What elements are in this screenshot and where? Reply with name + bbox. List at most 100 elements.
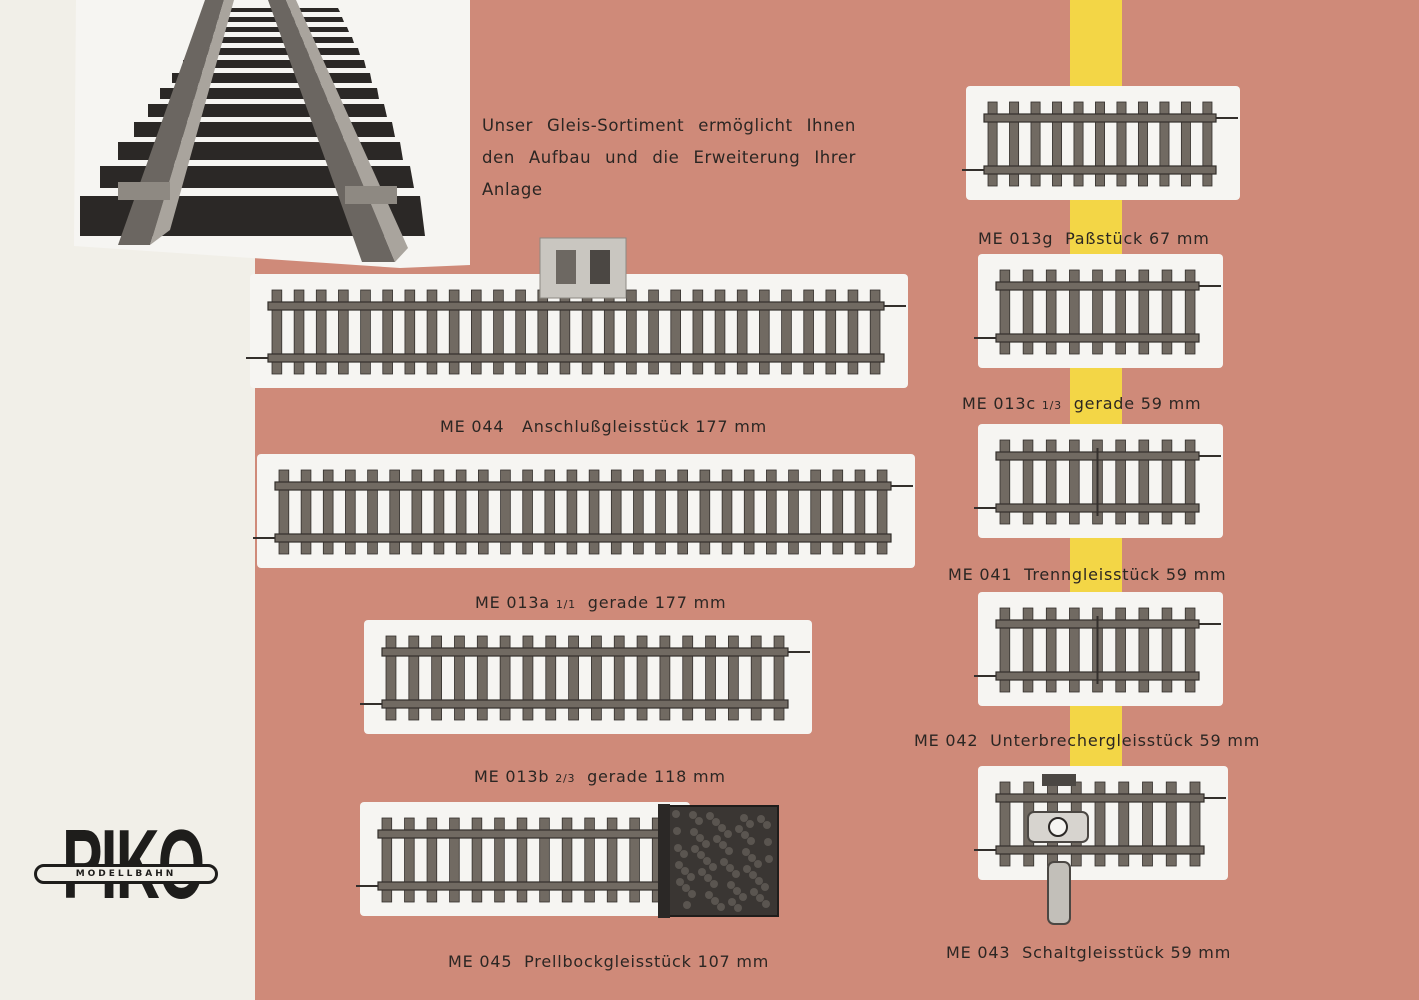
sleeper: [629, 817, 640, 903]
ballast-stone: [764, 838, 772, 846]
sleeper: [408, 635, 420, 721]
ballast-stone: [703, 857, 711, 865]
sleeper: [766, 469, 777, 555]
ballast-stone: [683, 901, 691, 909]
sleeper: [1137, 101, 1148, 187]
sleeper: [803, 289, 814, 375]
ballast-stone: [695, 817, 703, 825]
ballast-stone: [713, 835, 721, 843]
sleeper: [1184, 607, 1196, 693]
sleeper: [1189, 781, 1201, 867]
sleeper: [1165, 781, 1177, 867]
ballast-stone: [696, 834, 704, 842]
ballast-stone: [765, 855, 773, 863]
track-me-013g: [962, 86, 1240, 200]
logo-subline: MODELLBAHN: [75, 869, 177, 879]
ballast-stone: [719, 841, 727, 849]
ballast-stone: [688, 890, 696, 898]
sleeper: [1115, 439, 1126, 525]
ballast-stone: [718, 824, 726, 832]
rail: [267, 301, 885, 311]
rail: [983, 165, 1217, 175]
ballast-stone: [712, 818, 720, 826]
ballast-stone: [756, 894, 764, 902]
sleeper: [381, 817, 393, 903]
sleeper: [1138, 607, 1150, 693]
rail: [377, 829, 667, 839]
sleeper: [788, 469, 799, 555]
ballast-stone: [743, 865, 751, 873]
ballast-stone: [682, 884, 690, 892]
ballast-stone: [702, 840, 710, 848]
sleeper: [1094, 781, 1106, 867]
sleeper: [610, 469, 622, 555]
sleeper: [999, 607, 1011, 693]
sleeper: [847, 289, 859, 375]
rail: [983, 113, 1217, 123]
sleeper: [1030, 101, 1041, 187]
switch-lever: [1047, 861, 1071, 925]
sleeper: [659, 635, 671, 721]
sleeper: [426, 289, 438, 375]
rail: [995, 845, 1205, 855]
sleeper: [367, 469, 378, 555]
switch-clamp: [1042, 774, 1076, 786]
ballast-stone: [746, 820, 754, 828]
ballast-stone: [698, 868, 706, 876]
sleeper: [345, 469, 356, 555]
ballast-stone: [672, 810, 680, 818]
sleeper: [721, 469, 733, 555]
sleeper: [404, 289, 416, 375]
sleeper: [781, 289, 792, 375]
track-me-013a: [253, 454, 915, 568]
ballast-stone: [689, 811, 697, 819]
ballast-stone: [673, 827, 681, 835]
rail: [267, 353, 885, 363]
sleeper: [566, 469, 578, 555]
sleeper: [1159, 101, 1170, 187]
sleeper: [743, 469, 755, 555]
sleeper: [1138, 439, 1150, 525]
intro-paragraph: Unser Gleis-Sortiment ermöglicht Ihnen d…: [482, 116, 856, 199]
sleeper: [382, 289, 393, 375]
sleeper: [515, 289, 526, 375]
ballast-stone: [735, 825, 743, 833]
ballast-stone: [761, 883, 769, 891]
caption-me-045: ME 045 Prellbockgleisstück 107 mm: [448, 952, 770, 971]
sleeper: [544, 469, 556, 555]
ballast-stone: [697, 851, 705, 859]
ballast-stone: [704, 874, 712, 882]
ballast-stone: [725, 847, 733, 855]
sleeper: [1022, 607, 1034, 693]
sleeper: [404, 817, 415, 903]
ballast-stone: [709, 863, 717, 871]
sleeper: [1022, 269, 1034, 355]
sleeper: [999, 781, 1011, 867]
ballast-stone: [750, 888, 758, 896]
sleeper: [692, 289, 704, 375]
sleeper: [1045, 269, 1057, 355]
sleeper: [471, 817, 483, 903]
ballast-stone: [749, 871, 757, 879]
track-me-013c: [974, 254, 1223, 368]
sleeper: [869, 289, 881, 375]
sleeper: [449, 817, 460, 903]
sleeper: [389, 469, 400, 555]
ballast-stone: [710, 880, 718, 888]
sleeper: [1116, 101, 1127, 187]
sleeper: [1115, 607, 1126, 693]
track-me-043: [974, 766, 1228, 925]
rail: [995, 281, 1200, 291]
sleeper: [385, 635, 397, 721]
rail: [381, 699, 789, 709]
sleeper: [999, 269, 1011, 355]
rail: [274, 481, 892, 491]
sleeper: [300, 469, 312, 555]
sleeper: [1161, 439, 1173, 525]
sleeper: [1202, 101, 1213, 187]
ballast-stone: [676, 878, 684, 886]
sleeper: [1022, 439, 1034, 525]
caption-me-042: ME 042 Unterbrechergleisstück 59 mm: [914, 731, 1261, 750]
caption-me-044: ME 044 Anschlußgleisstück 177 mm: [440, 417, 767, 436]
